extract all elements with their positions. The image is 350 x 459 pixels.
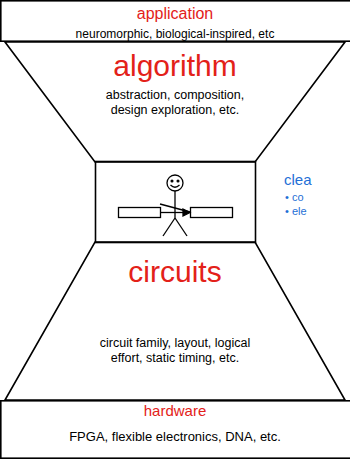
bullet-item: • ele	[285, 205, 307, 217]
side-heading: clea	[284, 171, 312, 188]
layer-description: abstraction, composition, design explora…	[75, 88, 275, 118]
stick-figure	[160, 175, 190, 236]
outline-path	[1, 401, 350, 458]
hardware-band: hardwareFPGA, flexible electronics, DNA,…	[0, 400, 350, 459]
algorithm-trapezoid: algorithm abstraction, composition, desig…	[0, 42, 350, 162]
outline-path	[5, 242, 345, 400]
outline-path	[1, 1, 350, 41]
layer-title: application	[137, 4, 214, 23]
circuits-trapezoid: circuits circuit family, layout, logical …	[0, 242, 350, 400]
transform-arrow	[119, 208, 233, 218]
layer-title: algorithm	[113, 48, 236, 84]
layer-description: circuit family, layout, logical effort, …	[50, 336, 300, 366]
center-box	[96, 162, 256, 243]
bullet-item: • co	[285, 191, 304, 203]
layer-description: FPGA, flexible electronics, DNA, etc.	[69, 429, 281, 445]
layer-description: neuromorphic, biological-inspired, etc	[76, 27, 275, 41]
layer-title: circuits	[128, 254, 221, 290]
application-band: application neuromorphic, biological-insp…	[0, 0, 350, 42]
outline-path	[5, 42, 345, 162]
layer-title: hardware	[144, 402, 207, 420]
